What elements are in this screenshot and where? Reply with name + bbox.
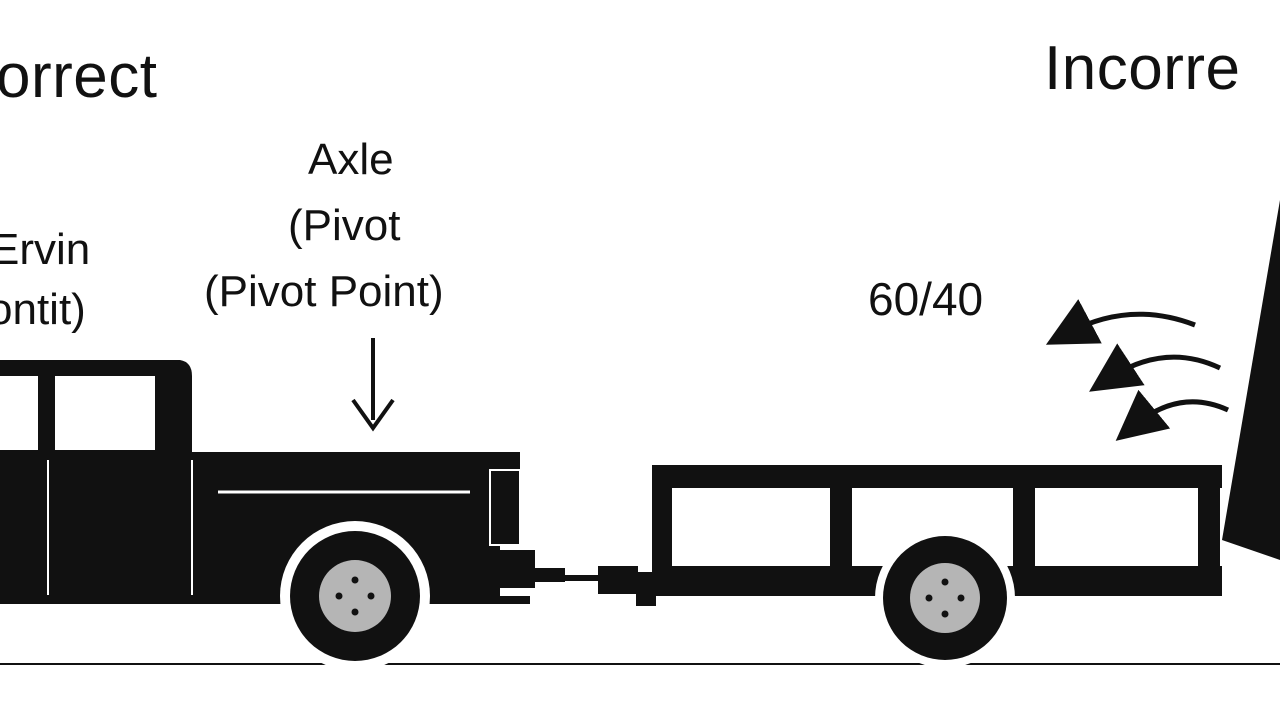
hitch bbox=[500, 550, 656, 606]
down-arrow-icon bbox=[351, 338, 395, 432]
pickup-truck bbox=[0, 360, 530, 604]
trailer-wheel bbox=[875, 528, 1015, 668]
left-annotation-line-1: Ervin bbox=[0, 225, 91, 274]
left-annotation-line-2: ontit) bbox=[0, 285, 86, 334]
axle-label-line-1: Axle bbox=[308, 135, 394, 184]
heading-incorrect: Incorre bbox=[1044, 34, 1241, 103]
axle-label-line-2: (Pivot bbox=[288, 201, 401, 250]
curved-arrow-icon-3 bbox=[1115, 389, 1230, 441]
curved-arrow-icons bbox=[1045, 299, 1230, 441]
curved-arrow-icon-2 bbox=[1089, 343, 1222, 392]
axle-label-line-3: (Pivot Point) bbox=[204, 267, 444, 316]
tailgate bbox=[489, 469, 521, 546]
truck-wheel bbox=[280, 521, 430, 671]
heading-correct: orrect bbox=[0, 42, 158, 111]
truck-window-front bbox=[55, 376, 155, 450]
truck-window-rear bbox=[0, 376, 38, 450]
load-wedge bbox=[1222, 200, 1280, 560]
ratio-label: 60/40 bbox=[868, 273, 984, 325]
curved-arrow-icon-1 bbox=[1045, 299, 1196, 345]
